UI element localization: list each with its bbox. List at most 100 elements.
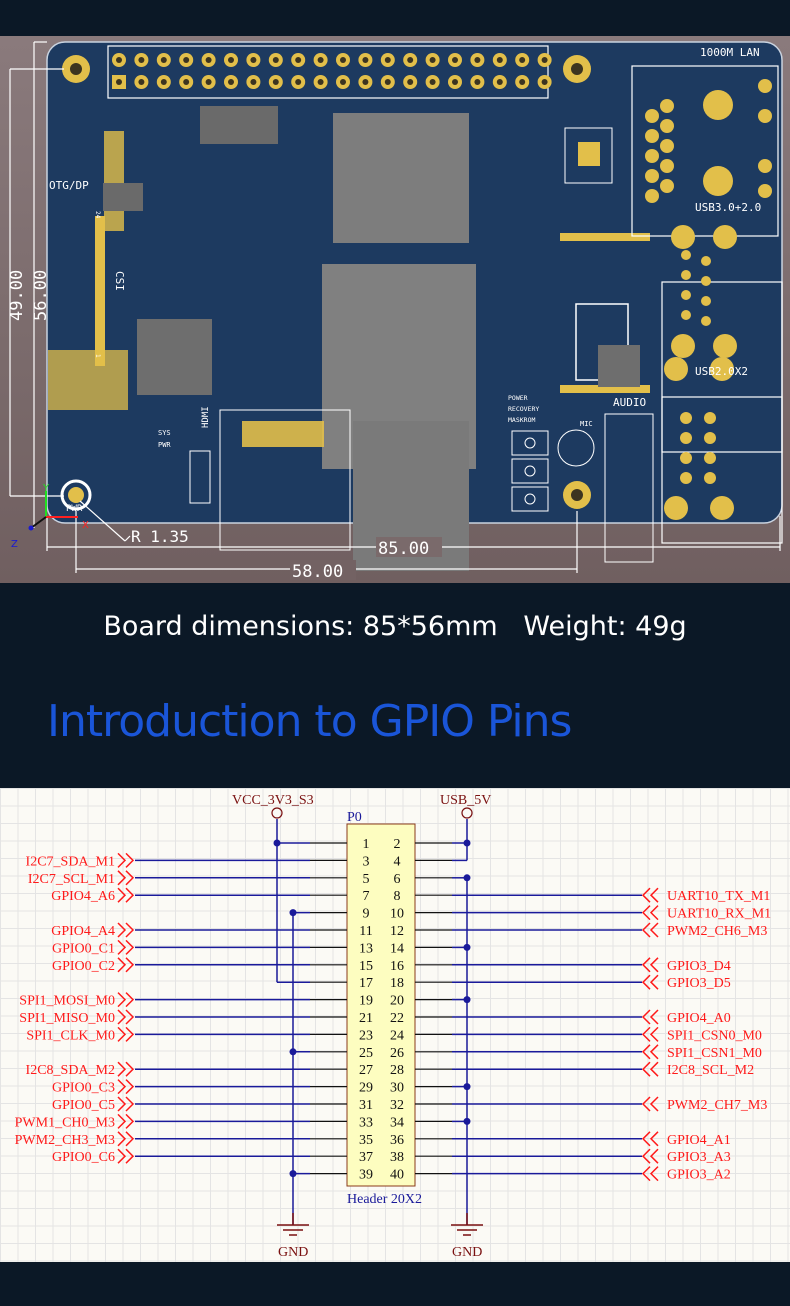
label-csi-pin24: 24 — [94, 211, 101, 219]
label-recovery: RECOVERY — [508, 405, 539, 413]
net-label-left: GPIO4_A4 — [51, 924, 115, 939]
usb-shell-pad — [710, 496, 734, 520]
port-chevron-icon — [641, 905, 659, 921]
pad-hole — [183, 79, 190, 85]
pad-hole — [295, 57, 302, 63]
dim-radius: R 1.35 — [131, 527, 189, 546]
junction-dot — [289, 909, 297, 917]
pad-hole — [429, 57, 436, 63]
power-pads — [48, 350, 128, 410]
port-chevron-icon — [641, 1061, 659, 1077]
pin-number: 6 — [394, 872, 401, 887]
net-label-right: GPIO4_A1 — [667, 1133, 731, 1148]
usb-pad — [681, 250, 691, 260]
memory-chip — [333, 113, 469, 243]
dimension-lines — [9, 41, 781, 573]
lan-pad — [645, 169, 659, 183]
board-drawing: 1000M LAN USB3.0+2.0 USB2.0X2 AUDIO MIC … — [7, 41, 783, 582]
usb-pad — [680, 472, 692, 484]
net-label-left: GPIO0_C5 — [52, 1098, 115, 1113]
board-dimensions-text: Board dimensions: 85*56mm Weight: 49g — [103, 611, 687, 642]
usb-pad — [704, 412, 716, 424]
pin-number: 7 — [363, 889, 370, 904]
port-chevron-icon — [641, 1131, 659, 1147]
mounting-hole — [60, 479, 92, 511]
pin-number: 28 — [390, 1063, 404, 1078]
port-chevron-icon — [117, 992, 135, 1008]
usb-shell-pad — [664, 357, 688, 381]
pad-hole — [541, 79, 548, 85]
pad-hole — [205, 79, 212, 85]
pin-number: 1 — [363, 837, 370, 852]
net-label-left: SPI1_MISO_M0 — [19, 1011, 115, 1026]
info-section: Board dimensions: 85*56mm Weight: 49g In… — [0, 583, 790, 788]
pin-number: 10 — [390, 907, 404, 922]
pin-number: 15 — [359, 959, 373, 974]
pad-hole — [407, 57, 414, 63]
pin-number: 3 — [363, 854, 370, 869]
lan-pad — [660, 139, 674, 153]
usb-pads — [664, 225, 737, 520]
gnd-right-label: GND — [452, 1245, 482, 1260]
audio-chip — [598, 345, 640, 387]
usb-shell-pad — [671, 334, 695, 358]
net-label-right: GPIO3_D4 — [667, 959, 731, 974]
pad-hole — [407, 79, 414, 85]
usb-shell-pad — [664, 496, 688, 520]
pin-number: 37 — [359, 1150, 373, 1165]
pin-number: 31 — [359, 1098, 373, 1113]
usb-pad — [680, 452, 692, 464]
pad-hole — [362, 79, 369, 85]
lan-pad — [660, 99, 674, 113]
net-label-right: GPIO3_A2 — [667, 1168, 731, 1183]
pin-number: 21 — [359, 1011, 373, 1026]
lan-pad — [645, 149, 659, 163]
port-chevron-icon — [117, 1061, 135, 1077]
dim-bg — [376, 537, 442, 557]
pin-number: 16 — [390, 959, 404, 974]
pad-hole — [474, 79, 481, 85]
net-label-right: UART10_RX_M1 — [667, 907, 771, 922]
usb-pad — [704, 432, 716, 444]
pin-number: 11 — [359, 924, 372, 939]
pin-number: 40 — [390, 1168, 404, 1183]
pin-number: 22 — [390, 1011, 404, 1026]
usb-shell-pad — [671, 225, 695, 249]
pin-number: 29 — [359, 1081, 373, 1096]
lan-pad — [660, 119, 674, 133]
pad-row — [560, 385, 650, 393]
pin-number: 38 — [390, 1150, 404, 1165]
pad-hole — [496, 79, 503, 85]
pad-hole — [205, 57, 212, 63]
port-chevron-icon — [641, 922, 659, 938]
usb-pad — [681, 290, 691, 300]
lan-pad — [758, 184, 772, 198]
port-chevron-icon — [117, 1026, 135, 1042]
pin-number: 24 — [390, 1028, 404, 1043]
junction-dot — [463, 874, 471, 882]
usb-shell-pad — [713, 225, 737, 249]
button-cap — [524, 493, 536, 505]
label-csi-pin1: 1 — [94, 354, 101, 358]
port-chevron-icon — [641, 887, 659, 903]
phy-pad — [578, 142, 600, 166]
pin-number: 13 — [359, 941, 373, 956]
pad-hole — [160, 57, 167, 63]
pad-row — [560, 233, 650, 241]
lan-pad — [758, 109, 772, 123]
usb-pad — [680, 412, 692, 424]
net-label-left: GPIO0_C6 — [52, 1150, 115, 1165]
usb-shell-pad — [710, 357, 734, 381]
power-button — [511, 430, 549, 456]
usb-pad — [701, 276, 711, 286]
audio-jack — [604, 413, 654, 563]
lan-pad — [660, 159, 674, 173]
pmic-chip — [137, 319, 212, 395]
net-label-right: GPIO3_A3 — [667, 1150, 731, 1165]
net-label-right: UART10_TX_M1 — [667, 889, 770, 904]
port-chevron-icon — [641, 1166, 659, 1182]
pad-hole — [340, 79, 346, 85]
board-render: 1000M LAN USB3.0+2.0 USB2.0X2 AUDIO MIC … — [0, 36, 790, 583]
